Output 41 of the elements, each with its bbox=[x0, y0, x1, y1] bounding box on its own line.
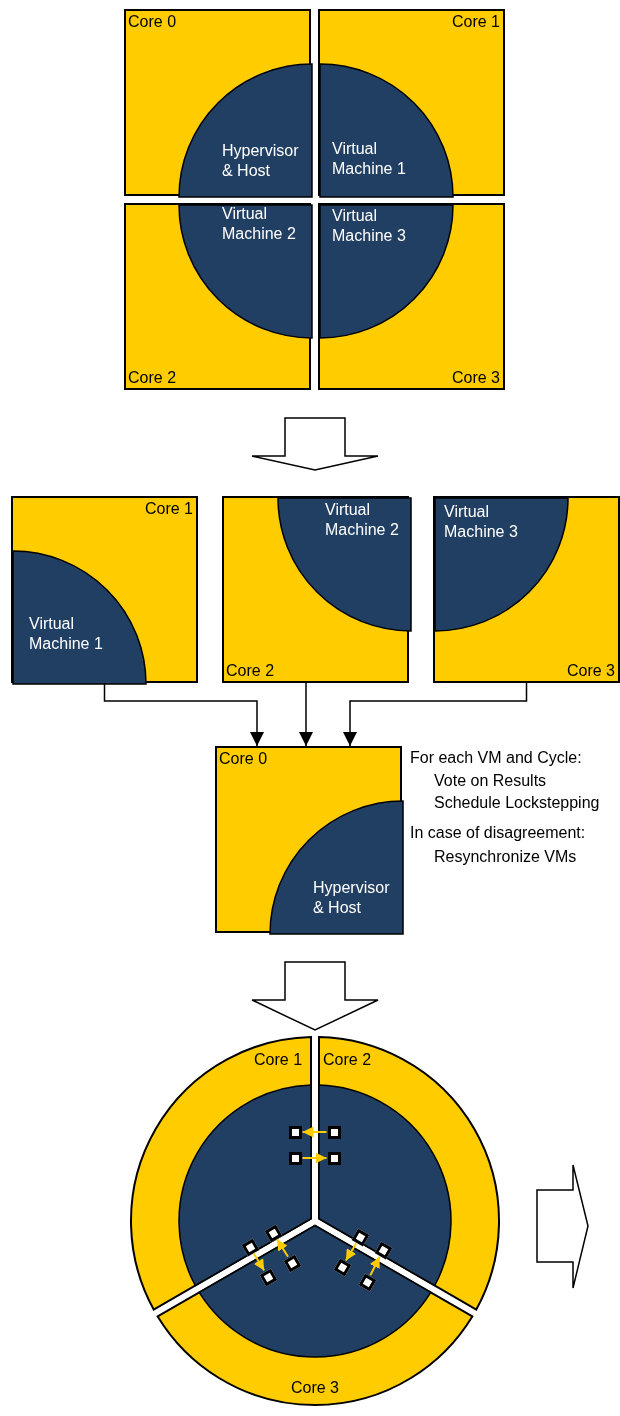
core-box bbox=[433, 496, 620, 683]
core-label: Core 3 bbox=[451, 368, 500, 388]
core-box bbox=[124, 9, 311, 196]
arrow bbox=[344, 1242, 358, 1262]
vm-label: Hypervisor & Host bbox=[313, 878, 391, 918]
note-text: Vote on Results bbox=[434, 771, 547, 791]
core-label: Core 0 bbox=[128, 12, 177, 32]
vm-label: Virtual Machine 3 bbox=[444, 502, 519, 542]
vm-label: Virtual Machine 2 bbox=[222, 204, 297, 244]
core-label: Core 0 bbox=[219, 749, 268, 769]
arrow bbox=[252, 1252, 266, 1272]
core-box bbox=[215, 746, 402, 933]
vm-label: Hypervisor & Host bbox=[222, 141, 300, 181]
vm-label: Virtual Machine 2 bbox=[325, 500, 400, 540]
core-label: Core 3 bbox=[291, 1378, 339, 1398]
core-box bbox=[11, 496, 198, 683]
core-box bbox=[318, 9, 505, 196]
core-label: Core 1 bbox=[254, 1050, 303, 1070]
core-label: Core 1 bbox=[144, 499, 193, 519]
arrow bbox=[301, 1126, 328, 1138]
core-label: Core 2 bbox=[323, 1050, 372, 1070]
vm-label: Virtual Machine 1 bbox=[29, 614, 104, 654]
core-box bbox=[318, 203, 505, 390]
arrow bbox=[343, 682, 528, 747]
arrow bbox=[301, 1152, 328, 1164]
core-label: Core 2 bbox=[128, 368, 177, 388]
arrow bbox=[103, 682, 264, 747]
core-label: Core 1 bbox=[451, 12, 500, 32]
arrow bbox=[299, 682, 313, 747]
core-box bbox=[124, 203, 311, 390]
arrow bbox=[369, 1255, 381, 1277]
note-text: Schedule Lockstepping bbox=[434, 793, 600, 813]
arrow bbox=[276, 1238, 289, 1258]
core-label: Core 3 bbox=[566, 661, 615, 681]
vm-label: Virtual Machine 1 bbox=[332, 139, 407, 179]
core-label: Core 2 bbox=[226, 661, 275, 681]
note-text: Resynchronize VMs bbox=[434, 847, 577, 867]
core-box bbox=[222, 496, 409, 683]
vm-label: Virtual Machine 3 bbox=[332, 206, 407, 246]
note-text: In case of disagreement: bbox=[410, 823, 586, 843]
note-text: For each VM and Cycle: bbox=[410, 748, 582, 768]
